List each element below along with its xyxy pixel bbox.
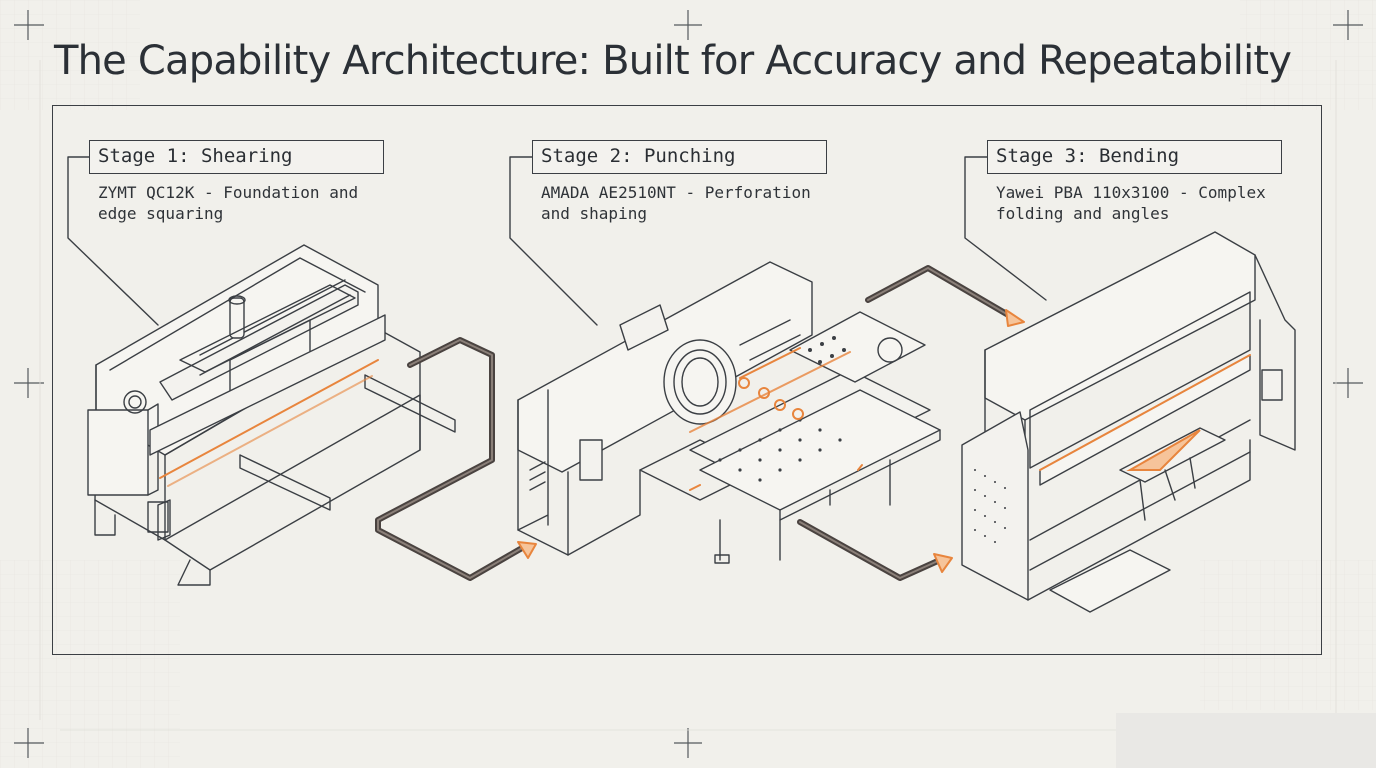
registration-crosshairs [14,10,1363,758]
flow-arrows [375,265,1025,581]
stage-1-description: ZYMT QC12K - Foundation and edge squarin… [98,183,359,223]
arrow-head-to-stage-3 [1005,309,1025,327]
arrow-head-to-stage-2 [517,541,537,559]
page-title: The Capability Architecture: Built for A… [54,38,1292,84]
leader-line-stage-1 [67,156,159,326]
stage-3-label: Stage 3: Bending [987,140,1282,174]
leader-line-stage-3 [964,156,1047,301]
stage-2-label: Stage 2: Punching [532,140,827,174]
stage-2-description: AMADA AE2510NT - Perforation and shaping [541,183,811,223]
corner-shade [1116,713,1376,768]
shearing-machine-illustration [87,244,456,586]
leader-line-stage-2 [509,156,598,326]
stage-1-label: Stage 1: Shearing [89,140,384,174]
bending-machine-illustration [961,231,1296,613]
diagram-frame [52,105,1322,655]
stage-3-description: Yawei PBA 110x3100 - Complex folding and… [996,183,1266,223]
punching-machine-illustration [517,261,941,564]
arrow-head-stage-3-exit [933,553,953,573]
accent-highlights [159,347,1251,491]
